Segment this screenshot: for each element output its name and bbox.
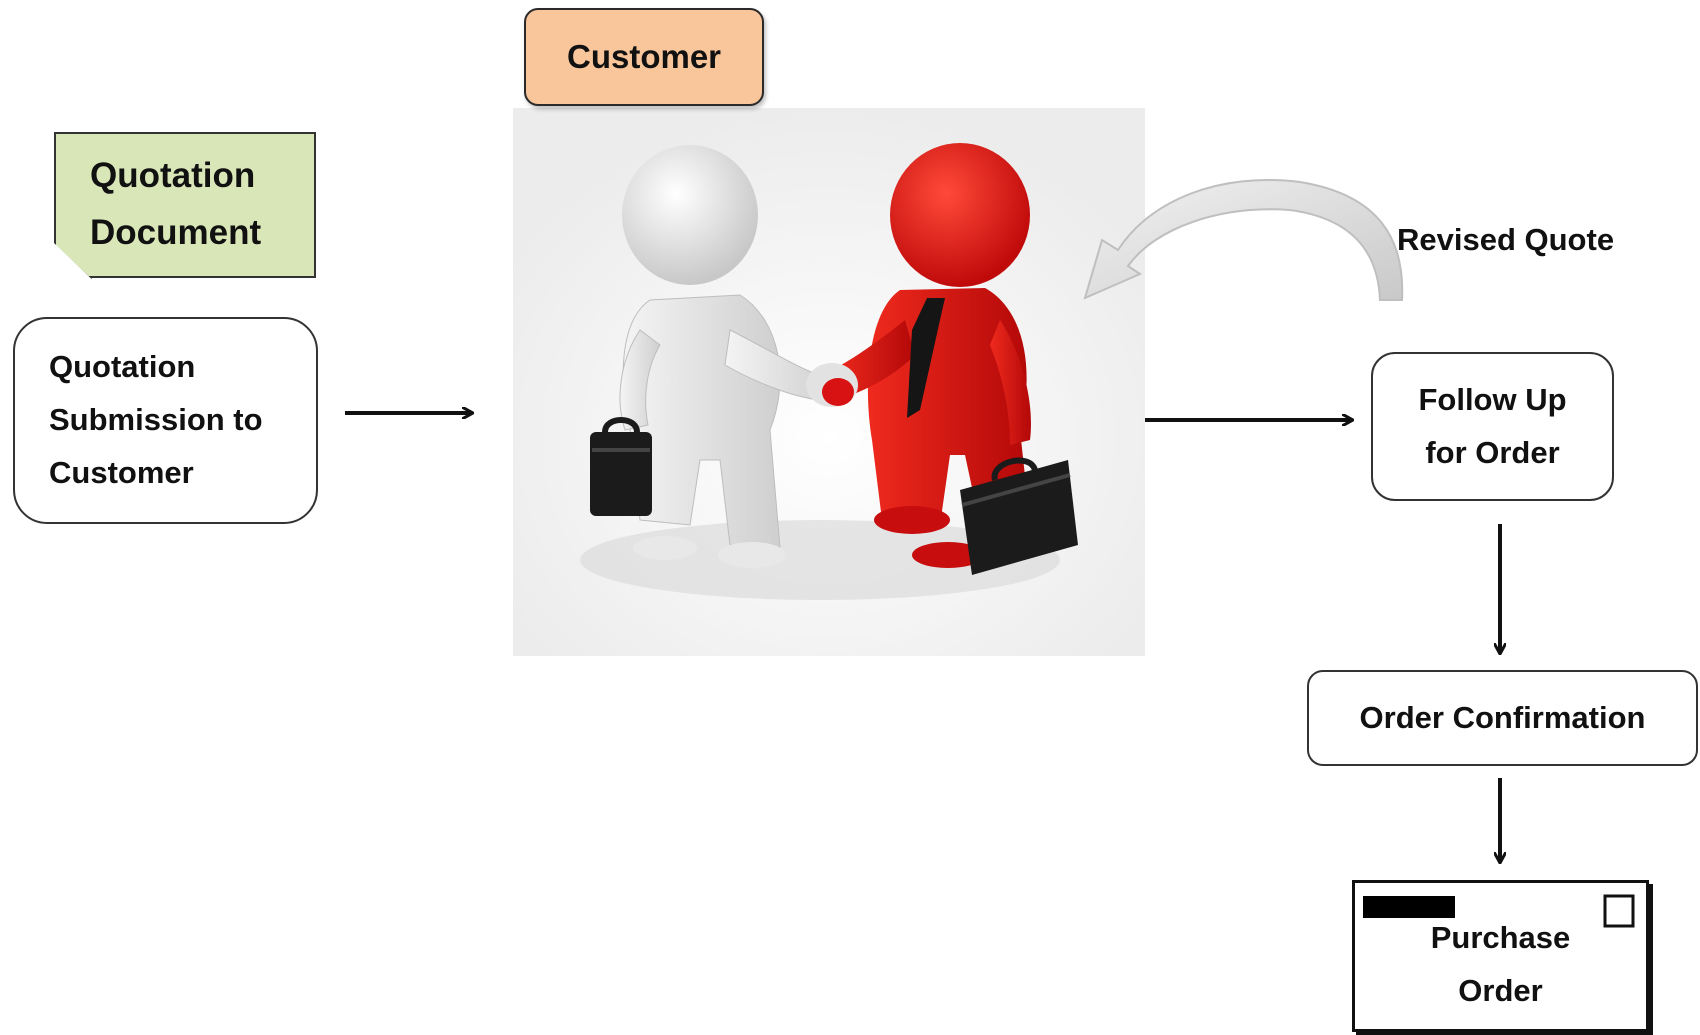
revised-quote-label: Revised Quote [1397, 222, 1615, 257]
purchase-order-document: Purchase Order [1352, 880, 1649, 1032]
quotation-document-note: Quotation Document [54, 132, 316, 278]
quotation-submission-box: Quotation Submission to Customer [13, 317, 318, 524]
order-confirmation-text: Order Confirmation [1359, 699, 1646, 735]
purchase-order-line1: Purchase [1430, 920, 1571, 956]
follow-up-box: Follow Up for Order [1371, 352, 1614, 501]
quotation-document-line1: Quotation [90, 156, 256, 196]
curved-arrow-icon [1083, 178, 1404, 301]
purchase-order-line2: Order [1458, 973, 1543, 1008]
red-figure-icon [832, 143, 1031, 568]
quotation-document-line2: Document [90, 213, 262, 252]
order-confirmation-box: Order Confirmation [1307, 670, 1698, 766]
handshake-illustration-icon [513, 108, 1145, 656]
white-figure-icon [619, 145, 836, 568]
briefcase-icon [590, 417, 652, 516]
customer-label-text: Customer [566, 38, 722, 76]
red-hand-icon [822, 378, 854, 406]
briefcase-icon [960, 457, 1078, 575]
submission-line1: Quotation [49, 349, 196, 385]
follow-up-line1: Follow Up [1418, 381, 1567, 417]
follow-up-line2: for Order [1425, 434, 1560, 470]
customer-label: Customer [524, 8, 764, 106]
submission-line3: Customer [49, 454, 194, 490]
document-decoration-icon [1363, 894, 1635, 928]
submission-line2: Submission to [49, 402, 263, 438]
